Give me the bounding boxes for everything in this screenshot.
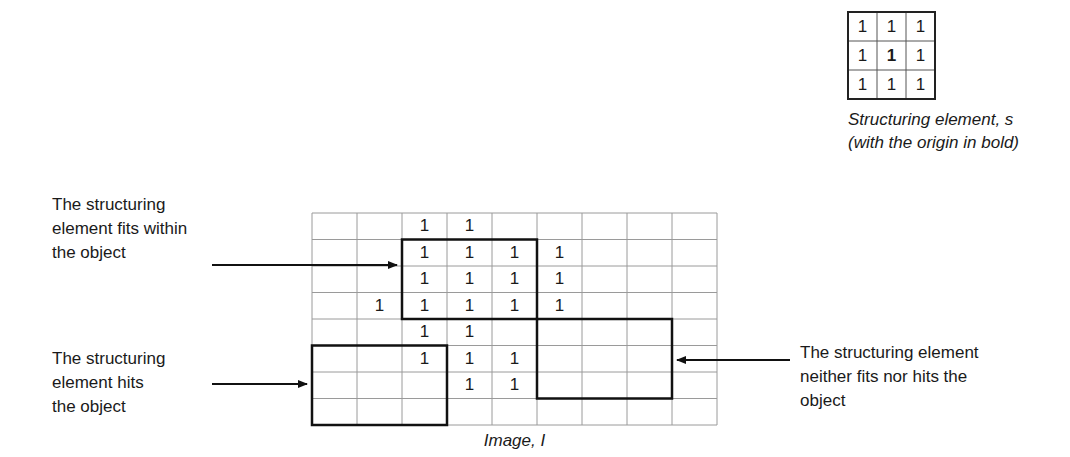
pixel-value: 1 <box>492 372 537 399</box>
grid-line <box>312 372 717 373</box>
element-value: 1 <box>877 70 906 99</box>
pixel-value: 1 <box>447 293 492 320</box>
miss-window <box>537 319 672 399</box>
pixel-value: 1 <box>402 346 447 373</box>
pixel-value: 1 <box>537 293 582 320</box>
grid-line <box>848 41 935 42</box>
pixel-value: 1 <box>402 213 447 240</box>
image-grid <box>312 213 717 425</box>
pixel-value: 1 <box>402 293 447 320</box>
element-value: 1 <box>848 70 877 99</box>
element-value: 1 <box>848 41 877 70</box>
annotation: The structuring element fits within the … <box>52 193 202 265</box>
pixel-value: 1 <box>447 319 492 346</box>
element-value: 1 <box>906 41 935 70</box>
pixel-value: 1 <box>492 240 537 267</box>
annotation: The structuring element neither fits nor… <box>800 341 992 413</box>
structuring-element-border <box>848 12 935 99</box>
pixel-value: 1 <box>447 240 492 267</box>
grid-line <box>848 70 935 71</box>
pixel-value: 1 <box>492 293 537 320</box>
pixel-value: 1 <box>447 372 492 399</box>
leader-arrow <box>212 264 397 266</box>
annotation: The structuring element hits the object <box>52 347 170 419</box>
leader-arrow <box>212 383 307 385</box>
element-value: 1 <box>906 12 935 41</box>
image-caption: Image, I <box>312 429 717 453</box>
grid-line <box>906 12 907 99</box>
pixel-value: 1 <box>357 293 402 320</box>
pixel-value: 1 <box>402 266 447 293</box>
origin-value: 1 <box>877 41 906 70</box>
pixel-value: 1 <box>402 319 447 346</box>
hit-window <box>312 346 447 426</box>
element-caption: Structuring element, s <box>848 108 1058 132</box>
grid-line <box>312 292 717 293</box>
element-caption: (with the origin in bold) <box>848 131 1058 155</box>
leader-arrow <box>677 359 790 361</box>
pixel-value: 1 <box>447 346 492 373</box>
pixel-value: 1 <box>537 240 582 267</box>
structuring-element-grid <box>848 12 935 99</box>
pixel-value: 1 <box>537 266 582 293</box>
element-value: 1 <box>848 12 877 41</box>
pixel-value: 1 <box>492 346 537 373</box>
grid-line <box>312 213 717 214</box>
pixel-value: 1 <box>492 266 537 293</box>
pixel-value: 1 <box>447 266 492 293</box>
element-value: 1 <box>877 12 906 41</box>
element-value: 1 <box>906 70 935 99</box>
pixel-value: 1 <box>402 240 447 267</box>
fit-window <box>402 240 537 320</box>
grid-line <box>877 12 878 99</box>
pixel-value: 1 <box>447 213 492 240</box>
